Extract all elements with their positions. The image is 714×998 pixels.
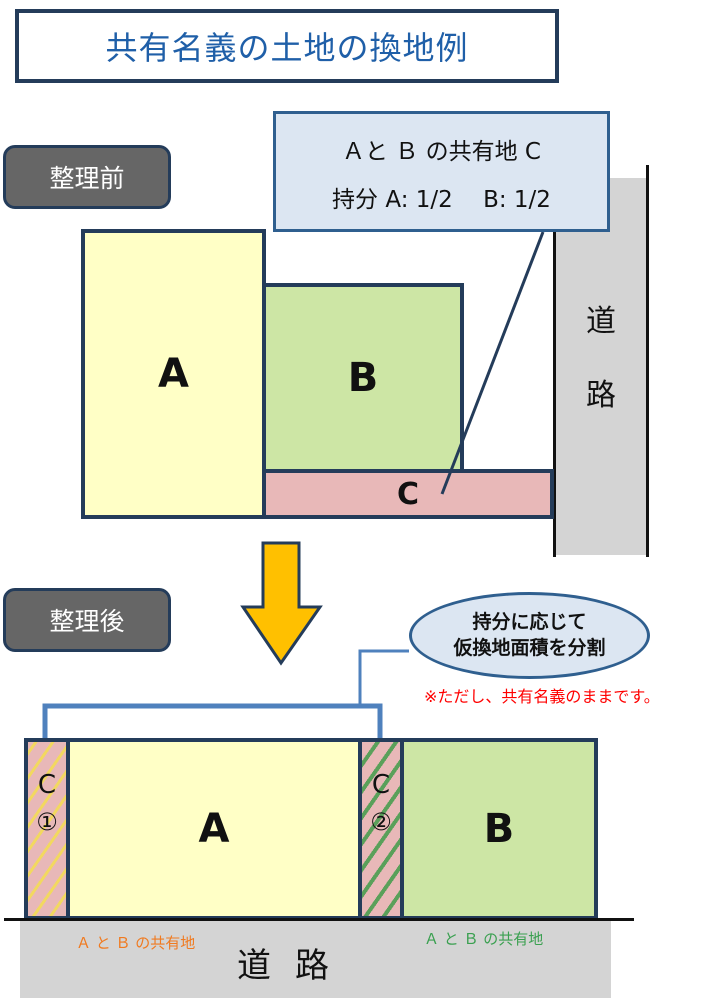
lot-b-after: B xyxy=(400,738,598,920)
lot-a-before: A xyxy=(81,229,266,519)
down-arrow-icon xyxy=(240,541,323,666)
lot-b-before: B xyxy=(262,283,464,473)
lot-c2-after: C ② xyxy=(358,738,404,920)
lot-a-after-label: A xyxy=(198,806,230,852)
diagram-title: 共有名義の土地の換地例 xyxy=(15,9,559,83)
joint-ownership-note: ※ただし、共有名義のままです。 xyxy=(424,687,660,706)
road-label: 道路 xyxy=(237,946,353,986)
lot-c1-number: ① xyxy=(36,808,58,836)
shared-land-label-left: Ａ と Ｂ の共有地 xyxy=(76,934,196,952)
bubble-line-2: 仮換地面積を分割 xyxy=(453,636,606,659)
bubble-line-1: 持分に応じて xyxy=(472,610,587,633)
lot-a-before-label: A xyxy=(158,351,189,397)
ownership-callout: Ａと Ｂ の共有地 C 持分 A: 1/2 B: 1/2 xyxy=(273,111,610,232)
lot-c1-after: C ① xyxy=(24,738,70,920)
before-tag: 整理前 xyxy=(3,145,171,209)
road-char-1: 道 xyxy=(586,304,616,339)
lot-c1-letter: C xyxy=(37,770,57,800)
road-edge-left xyxy=(553,225,556,557)
road-edge-right xyxy=(646,165,649,557)
road-char-2: 路 xyxy=(586,378,616,413)
road-horizontal: 道路 xyxy=(20,920,611,998)
lot-b-before-label: B xyxy=(347,355,379,401)
after-tag: 整理後 xyxy=(3,588,171,652)
lot-c2-letter: C xyxy=(371,770,391,800)
split-bubble: 持分に応じて 仮換地面積を分割 xyxy=(409,592,650,679)
callout-pointer xyxy=(440,231,545,495)
lot-c-before: C xyxy=(262,469,554,519)
road-vertical: 道 路 xyxy=(555,178,647,555)
split-bracket xyxy=(42,703,383,740)
shared-land-label-right: Ａ と Ｂ の共有地 xyxy=(424,930,544,948)
lot-c-before-label: C xyxy=(396,476,420,512)
lot-a-after: A xyxy=(66,738,362,920)
lot-c2-number: ② xyxy=(370,808,392,836)
callout-line-1: Ａと Ｂ の共有地 C xyxy=(342,139,541,165)
ground-line xyxy=(4,918,634,921)
bubble-connector xyxy=(358,649,409,706)
callout-line-2: 持分 A: 1/2 B: 1/2 xyxy=(332,187,551,213)
lot-b-after-label: B xyxy=(483,806,515,852)
